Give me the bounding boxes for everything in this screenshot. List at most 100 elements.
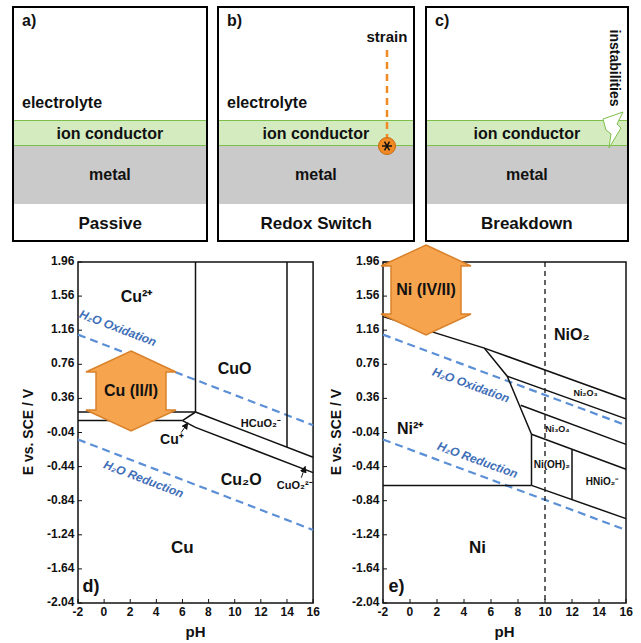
tick-label: 4 [153, 606, 160, 620]
tick-label: -0.04 [47, 426, 74, 440]
region-label: Ni²⁺ [397, 420, 423, 438]
strain-line [386, 50, 389, 138]
region-label: Cu⁺ [160, 431, 184, 447]
region-label: CuO₂²⁻ [277, 479, 313, 492]
tick-label: 16 [307, 606, 320, 620]
tick-mark [78, 330, 82, 331]
tick-label: 1.56 [356, 289, 379, 303]
panel-letter: d) [83, 576, 100, 597]
tick-label: -1.64 [47, 562, 74, 576]
layer-label: metal [89, 166, 131, 184]
tick-label: 1.56 [51, 289, 74, 303]
region-label: Cu₂O [221, 471, 262, 489]
tick-mark [182, 599, 183, 603]
tick-mark [599, 599, 600, 603]
panel-box: a)electrolytePassiveion conductormetal [12, 6, 208, 242]
tick-label: 0 [407, 606, 414, 620]
tick-mark [383, 330, 387, 331]
tick-label: 0.36 [51, 391, 74, 405]
panel-box: c)instabilitiesBreakdownion conductormet… [425, 6, 629, 242]
crack-shape [603, 112, 623, 148]
double-arrow [86, 351, 176, 431]
phase-boundary [286, 262, 288, 447]
region-label: HNiO₂⁻ [586, 476, 618, 488]
redox-label: Cu (II/I) [101, 382, 161, 400]
tick-mark [383, 262, 387, 263]
tick-mark [464, 599, 465, 603]
panel-letter: c) [435, 12, 449, 30]
tick-label: 0.76 [356, 357, 379, 371]
tick-label: 0 [101, 606, 108, 620]
phase-boundary [507, 376, 626, 419]
panel-box: b)strainelectrolyteRedox Switchion condu… [217, 6, 415, 242]
tick-label: -2.04 [47, 596, 74, 610]
water-line-label: H₂O Oxidation [430, 366, 511, 407]
tick-label: -1.64 [352, 562, 379, 576]
layer-label: electrolyte [227, 94, 307, 112]
water-line-label: H₂O Oxidation [77, 308, 158, 350]
tick-mark [78, 466, 82, 467]
axis-title: pH [186, 623, 206, 640]
region-label: HCuO₂⁻ [241, 417, 281, 430]
region-label: NiO₂ [554, 326, 590, 344]
region-label: Ni(OH)₂ [533, 459, 571, 471]
phase-boundary [78, 411, 196, 413]
ion-conductor-layer: ion conductor [219, 120, 413, 146]
tick-mark [78, 398, 82, 399]
region-label: Ni [469, 538, 486, 558]
strain-point [379, 138, 396, 155]
ion-conductor-layer: ion conductor [427, 120, 627, 146]
tick-label: -0.84 [352, 494, 379, 508]
tick-label: -2 [73, 606, 84, 620]
axis-title: pH [495, 623, 515, 640]
phase-boundary [196, 412, 314, 457]
redox-arrow: Cu (II/I) [85, 350, 177, 432]
tick-mark [286, 599, 287, 603]
phase-boundary [78, 420, 183, 422]
redox-arrow: Ni (IV/II) [380, 244, 472, 336]
plot-frame [383, 262, 626, 603]
tick-mark [383, 364, 387, 365]
tick-label: -0.44 [47, 460, 74, 474]
tick-mark [130, 599, 131, 603]
tick-label: 6 [179, 606, 186, 620]
tick-label: 1.96 [356, 255, 379, 269]
panel-caption: Passive [79, 214, 142, 234]
tick-label: 4 [461, 606, 468, 620]
tick-label: 12 [566, 606, 579, 620]
tick-label: 0.36 [356, 391, 379, 405]
leader-arrow [301, 467, 305, 478]
tick-mark [383, 466, 387, 467]
tick-mark [78, 603, 82, 604]
tick-label: -0.44 [352, 460, 379, 474]
region-label: CuO [218, 360, 252, 378]
asterisk [385, 142, 390, 151]
tick-label: -0.84 [47, 494, 74, 508]
water-oxidation-line [383, 335, 626, 426]
tick-mark [572, 599, 573, 603]
tick-mark [156, 599, 157, 603]
tick-mark [78, 262, 82, 263]
tick-label: 16 [620, 606, 633, 620]
phase-boundary [183, 412, 196, 421]
tick-label: 14 [593, 606, 606, 620]
tick-label: -2 [378, 606, 389, 620]
tick-mark [104, 599, 105, 603]
phase-boundary [532, 485, 627, 518]
region-label: Cu²⁺ [121, 288, 153, 306]
panel-caption: Redox Switch [261, 214, 372, 234]
tick-mark [383, 432, 387, 433]
redox-label: Ni (IV/II) [396, 281, 456, 299]
layer-label: electrolyte [22, 94, 102, 112]
layer-label: ion conductor [263, 125, 370, 143]
tick-label: -2.04 [352, 596, 379, 610]
tick-mark [78, 432, 82, 433]
tick-mark [626, 599, 627, 603]
axis-title: E vs. SCE / V [328, 389, 344, 475]
tick-label: 6 [488, 606, 495, 620]
region-label: Ni₃O₄ [545, 424, 569, 434]
region-label: Cu [171, 538, 194, 558]
tick-label: 1.16 [356, 323, 379, 337]
metal-layer: metal [14, 146, 206, 204]
leader-arrow [181, 423, 188, 432]
